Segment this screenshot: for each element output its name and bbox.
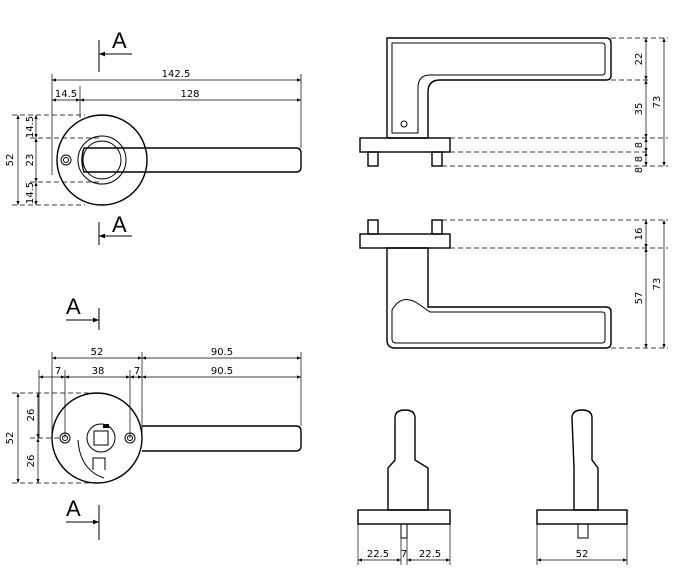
lever-bar xyxy=(81,147,302,173)
spindle-square xyxy=(93,430,109,446)
rose-plate xyxy=(359,137,451,153)
dim-spindle: 7 xyxy=(401,549,407,560)
lever-front-profile xyxy=(387,409,429,511)
bottom-left-view: A A 52 90.5 7 xyxy=(5,294,302,540)
section-marker-bottom: A xyxy=(66,496,100,540)
dim-total-height: 52 xyxy=(5,154,16,167)
dim-left-edge: 7 xyxy=(55,366,61,377)
rose-notch xyxy=(103,424,109,428)
dim-rose-a: 8 xyxy=(634,142,645,148)
dim-upper-half: 26 xyxy=(26,409,37,422)
fixing-post-right xyxy=(431,151,443,167)
lever-body xyxy=(386,37,612,139)
lever-inner-line xyxy=(391,299,606,344)
front-view-right: 52 xyxy=(536,409,628,565)
screw-hole-center xyxy=(63,157,69,163)
rose-spring-arc xyxy=(77,439,105,479)
dim-lever-length: 128 xyxy=(180,89,199,100)
front-view-left: 22.5 7 22.5 xyxy=(357,409,451,565)
section-marker-top: A xyxy=(98,28,132,72)
fixing-post-left xyxy=(367,219,379,235)
dim-right-edge: 7 xyxy=(134,366,140,377)
grub-screw xyxy=(400,120,408,128)
dim-total: 73 xyxy=(652,96,663,109)
section-label: A xyxy=(112,212,127,237)
dim-width: 52 xyxy=(576,549,589,560)
rose-inner-ring xyxy=(82,140,122,180)
rose-plate xyxy=(359,233,451,249)
dim-right: 22.5 xyxy=(419,549,441,560)
spindle xyxy=(400,523,408,539)
dim-spindle: 8 xyxy=(634,167,645,173)
section-label: A xyxy=(66,294,81,319)
lever-bar xyxy=(142,425,302,452)
section-label: A xyxy=(112,28,127,53)
dim-lower: 14.5 xyxy=(25,182,36,204)
rose-inner-ring xyxy=(77,135,127,185)
lever-side-profile xyxy=(571,409,599,511)
dim-grip: 22 xyxy=(634,53,645,66)
rose-clip xyxy=(92,457,106,470)
rose-outline xyxy=(51,392,143,484)
dim-lever-length-upper: 90.5 xyxy=(211,347,233,358)
lever-inner-line xyxy=(391,42,606,134)
dim-lower-half: 26 xyxy=(26,455,37,468)
section-marker-top: A xyxy=(66,294,100,330)
dim-total: 73 xyxy=(652,278,663,291)
spindle xyxy=(577,523,589,539)
dim-overall-length: 142.5 xyxy=(162,69,191,80)
dim-rose-b: 8 xyxy=(634,156,645,162)
lever-body xyxy=(386,247,612,349)
dim-left: 22.5 xyxy=(367,549,389,560)
dim-middle: 23 xyxy=(25,154,36,167)
dim-rose-width: 52 xyxy=(91,347,104,358)
section-label: A xyxy=(66,496,81,521)
dim-hole-spacing: 38 xyxy=(92,366,105,377)
dim-upper: 14.5 xyxy=(25,116,36,138)
dim-neck: 35 xyxy=(634,103,645,116)
rose-outline xyxy=(56,114,148,206)
dim-total-height: 52 xyxy=(5,432,16,445)
top-left-view: A A 142.5 14.5 128 xyxy=(5,28,302,245)
dim-rose: 16 xyxy=(634,228,645,241)
fixing-post-right xyxy=(431,219,443,235)
fixing-post-left xyxy=(367,151,379,167)
upper-side-view: 22 35 8 8 8 73 xyxy=(359,37,668,173)
spindle-socket xyxy=(86,423,116,453)
dim-lever-length-lower: 90.5 xyxy=(211,366,233,377)
dim-offset: 14.5 xyxy=(55,89,77,100)
rose-plate xyxy=(536,509,628,525)
dim-body: 57 xyxy=(634,292,645,305)
rose-plate xyxy=(357,509,451,525)
lower-side-view: 16 57 73 xyxy=(359,219,668,349)
screw-hole xyxy=(60,154,72,166)
section-marker-bottom: A xyxy=(98,212,132,245)
